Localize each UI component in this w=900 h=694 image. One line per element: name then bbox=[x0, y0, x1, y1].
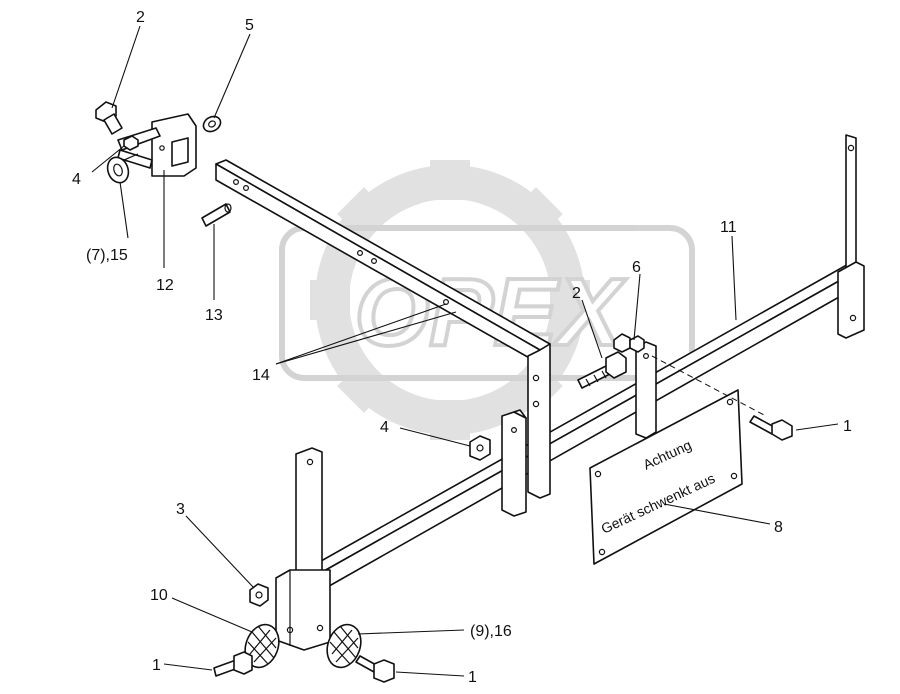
callout-8: 8 bbox=[774, 519, 783, 536]
swing-arm bbox=[215, 159, 551, 499]
callout-14: 14 bbox=[252, 367, 270, 384]
reflector-10 bbox=[244, 623, 280, 669]
bolt-bottom-left bbox=[213, 651, 253, 677]
bolt-right bbox=[749, 415, 793, 441]
callout-7-15: (7),15 bbox=[86, 247, 128, 264]
hitch-bracket bbox=[117, 113, 197, 177]
callout-11: 11 bbox=[720, 219, 737, 236]
callout-9-16: (9),16 bbox=[470, 623, 512, 640]
callout-6: 6 bbox=[632, 259, 641, 276]
washer bbox=[202, 115, 222, 133]
nut-3 bbox=[249, 583, 269, 607]
callout-1-bottom-left: 1 bbox=[152, 657, 161, 674]
callout-labels: 2 5 4 (7),15 12 13 14 11 6 2 1 4 8 3 10 … bbox=[72, 9, 852, 686]
callout-10: 10 bbox=[150, 587, 168, 604]
right-clamp bbox=[635, 341, 657, 439]
callout-13: 13 bbox=[205, 307, 223, 324]
right-end-bracket bbox=[837, 134, 865, 339]
callout-1-bottom-right: 1 bbox=[468, 669, 477, 686]
callout-12: 12 bbox=[156, 277, 174, 294]
watermark-gear bbox=[310, 160, 590, 440]
callout-4-top: 4 bbox=[72, 171, 81, 188]
middle-bolt bbox=[577, 351, 627, 389]
assembly-axis-right bbox=[651, 355, 767, 417]
lynch-pin bbox=[106, 153, 139, 184]
nut-4-middle bbox=[469, 435, 491, 461]
center-clamp bbox=[501, 409, 527, 517]
bolt-bottom-right bbox=[355, 655, 395, 683]
nut-small-top bbox=[123, 135, 139, 151]
callout-5: 5 bbox=[245, 17, 254, 34]
pin bbox=[201, 203, 232, 227]
nut-6 bbox=[613, 333, 645, 353]
watermark-frame bbox=[279, 225, 695, 381]
callout-3: 3 bbox=[176, 501, 185, 518]
callout-1-right: 1 bbox=[843, 418, 852, 435]
top-bolt bbox=[95, 101, 123, 135]
callout-4-middle: 4 bbox=[380, 419, 389, 436]
callout-2-middle: 2 bbox=[572, 285, 581, 302]
leader-lines bbox=[91, 25, 839, 677]
callout-2-top: 2 bbox=[136, 9, 145, 26]
left-end-bracket bbox=[275, 447, 331, 651]
reflector-9-16 bbox=[326, 623, 362, 669]
